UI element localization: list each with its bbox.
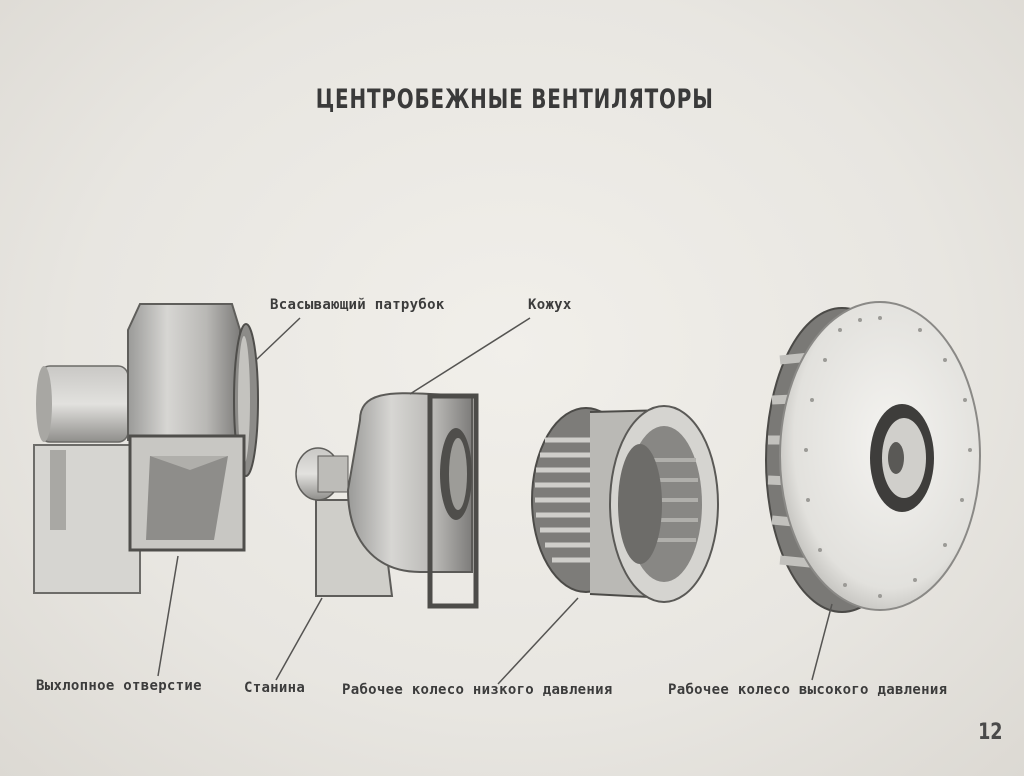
high-pressure-wheel-drawing [765, 301, 981, 613]
label-exhaust-opening: Выхлопное отверстие [36, 678, 202, 694]
label-low-pressure-wheel: Рабочее колесо низкого давления [342, 682, 613, 698]
label-suction-pipe: Всасывающий патрубок [270, 297, 445, 313]
label-frame: Станина [244, 680, 306, 696]
slide-title: ЦЕНТРОБЕЖНЫЕ ВЕНТИЛЯТОРЫ [315, 84, 714, 115]
complete-fan-drawing [33, 303, 259, 594]
label-high-pressure-wheel: Рабочее колесо высокого давления [668, 682, 948, 698]
label-casing: Кожух [528, 297, 572, 313]
leader-lines [157, 317, 833, 685]
casing-drawing [295, 392, 479, 609]
page-number: 12 [978, 720, 1003, 745]
low-pressure-wheel-drawing [531, 405, 719, 603]
